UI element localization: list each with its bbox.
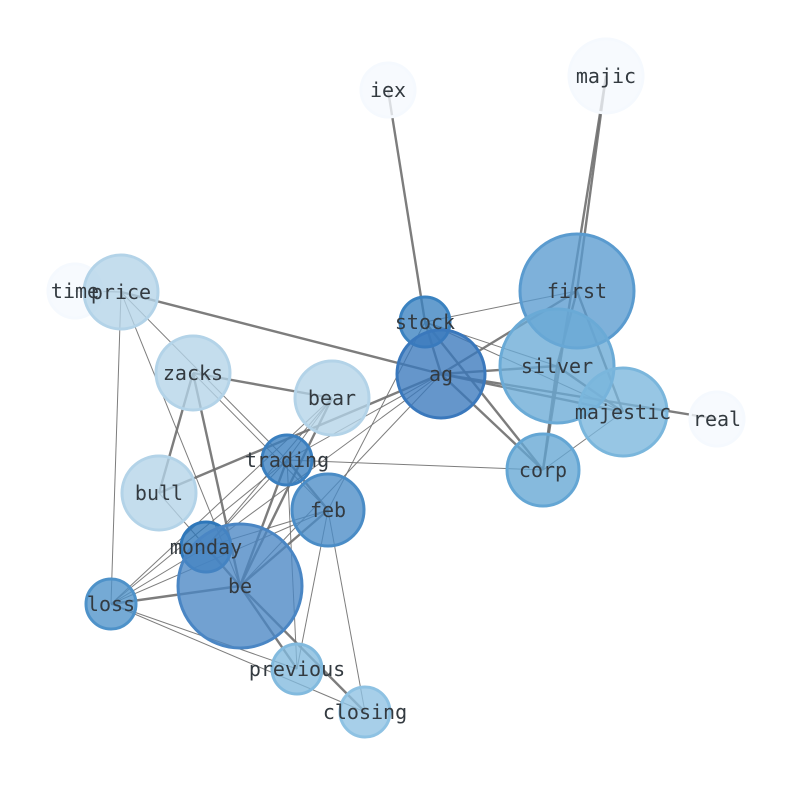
node-previous[interactable] xyxy=(270,642,324,696)
node-label-first: first xyxy=(547,279,607,303)
node-zacks[interactable] xyxy=(154,334,232,412)
node-ag[interactable] xyxy=(395,328,487,420)
node-label-real: real xyxy=(693,407,741,431)
node-label-stock: stock xyxy=(395,310,455,334)
node-label-corp: corp xyxy=(519,458,567,482)
node-label-time: time xyxy=(51,279,99,303)
edge-bull-ag xyxy=(158,372,442,495)
edge-price-loss xyxy=(110,291,122,605)
nodes-layer xyxy=(46,37,746,739)
edge-bear-loss xyxy=(110,397,333,605)
node-label-silver: silver xyxy=(521,354,593,378)
node-label-bull: bull xyxy=(135,481,183,505)
node-feb[interactable] xyxy=(290,472,366,548)
node-label-majic: majic xyxy=(576,64,636,88)
node-label-feb: feb xyxy=(310,498,346,522)
node-closing[interactable] xyxy=(338,685,392,739)
node-label-bear: bear xyxy=(308,386,356,410)
edge-loss-closing xyxy=(110,603,366,713)
node-trading[interactable] xyxy=(260,433,314,487)
node-majic[interactable] xyxy=(567,37,645,115)
node-label-closing: closing xyxy=(323,700,407,724)
node-label-majestic: majestic xyxy=(575,400,671,424)
node-label-loss: loss xyxy=(87,592,135,616)
node-label-trading: trading xyxy=(245,448,329,472)
node-iex[interactable] xyxy=(359,61,417,119)
node-corp[interactable] xyxy=(505,432,581,508)
node-be[interactable] xyxy=(176,522,304,650)
node-label-ag: ag xyxy=(429,362,453,386)
node-real[interactable] xyxy=(688,390,746,448)
edge-iex-stock xyxy=(386,89,427,323)
node-label-price: price xyxy=(91,280,151,304)
node-loss[interactable] xyxy=(84,577,138,631)
labels-layer: iex majic time real price zacks bear bull stock a… xyxy=(51,64,741,724)
node-label-monday: monday xyxy=(170,535,242,559)
node-label-be: be xyxy=(228,574,252,598)
edge-trading-corp xyxy=(286,459,544,471)
node-bull[interactable] xyxy=(120,454,198,532)
edge-price-ag xyxy=(120,290,442,376)
node-label-iex: iex xyxy=(370,78,406,102)
node-label-zacks: zacks xyxy=(163,361,223,385)
edge-ag-monday xyxy=(205,373,442,548)
node-bear[interactable] xyxy=(293,359,371,437)
node-price[interactable] xyxy=(82,253,160,331)
node-label-previous: previous xyxy=(249,657,345,681)
node-majestic[interactable] xyxy=(577,366,669,458)
